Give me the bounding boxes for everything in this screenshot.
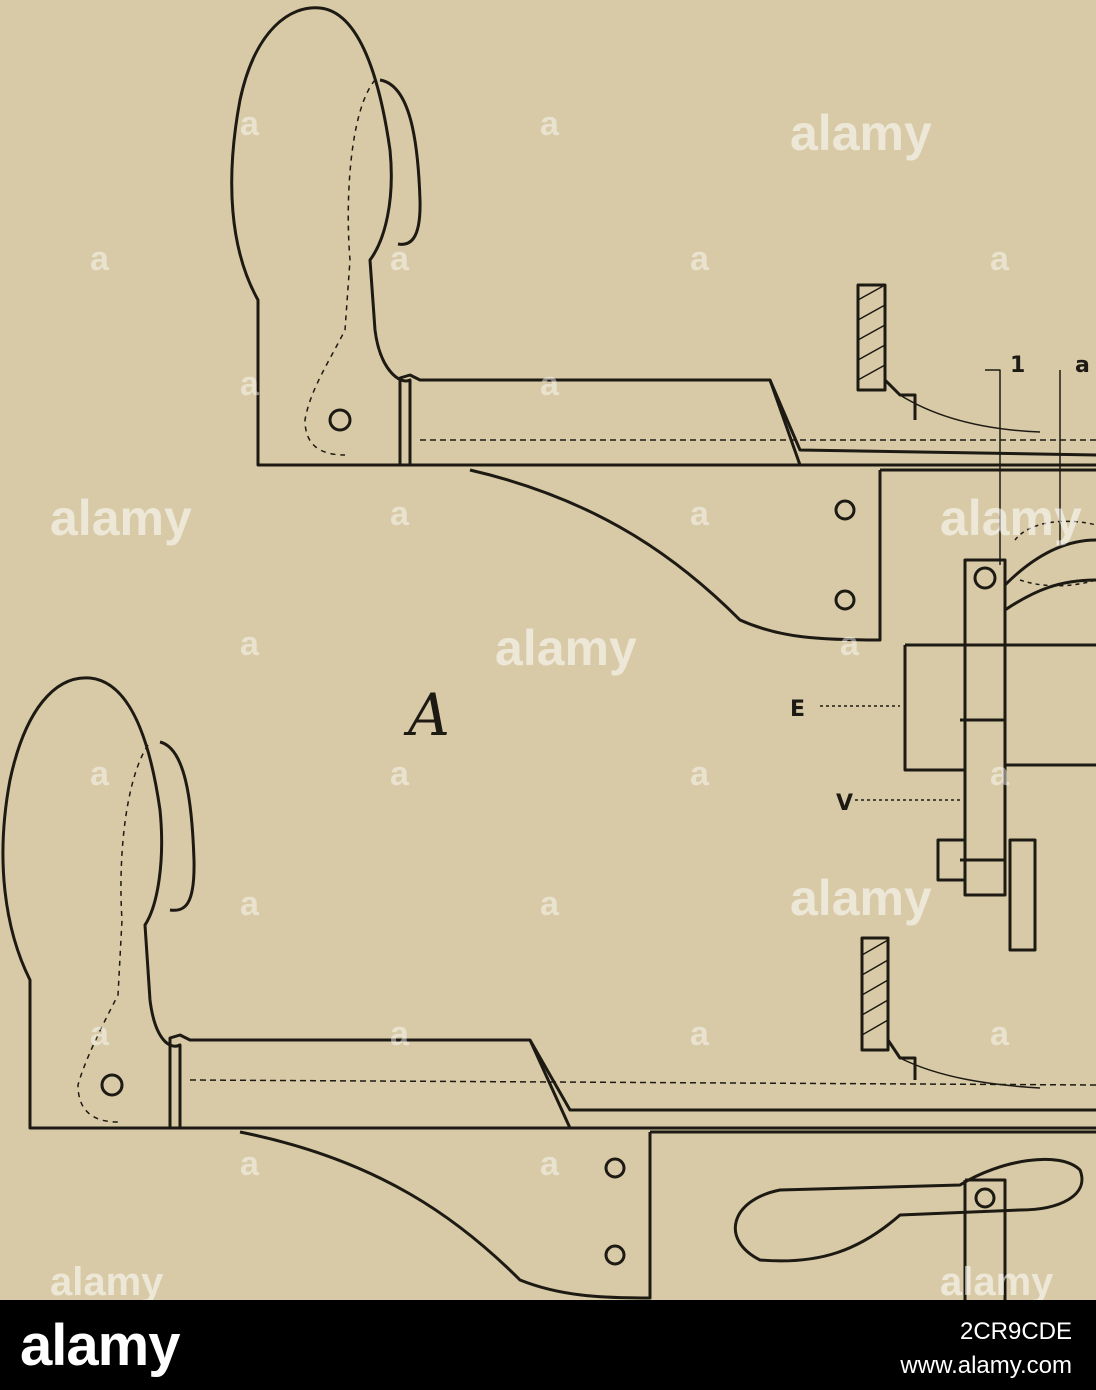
watermark-letter: a bbox=[240, 1145, 260, 1183]
lever-arm bbox=[963, 558, 1007, 897]
block-e bbox=[903, 643, 1096, 772]
lever-lower bbox=[960, 718, 1007, 862]
upper-post-curve bbox=[899, 394, 1041, 433]
watermark-letter: a bbox=[390, 755, 410, 793]
lower-post bbox=[860, 936, 890, 1052]
lever-upper-link-2 bbox=[1004, 578, 1096, 612]
lower-grip bbox=[1, 676, 182, 1130]
watermark-letter: a bbox=[90, 240, 110, 278]
label-v: V bbox=[836, 791, 853, 816]
lever-pivot bbox=[973, 566, 997, 590]
figure-label: A bbox=[403, 681, 450, 749]
lower-grip-pivot bbox=[100, 1073, 124, 1097]
watermark-text: alamy bbox=[940, 490, 1082, 546]
upper-bracket bbox=[469, 468, 882, 642]
lever-dotted bbox=[1014, 520, 1096, 587]
lower-post-foot bbox=[886, 1039, 917, 1080]
lower-frame-bar bbox=[30, 1033, 572, 1130]
lever-bottom bbox=[1008, 838, 1037, 952]
lower-rivet-2 bbox=[604, 1244, 626, 1266]
watermark-letter: a bbox=[840, 625, 860, 663]
lower-grip-tab bbox=[159, 740, 196, 912]
site-url: www.alamy.com bbox=[900, 1352, 1072, 1379]
lower-post-curve bbox=[899, 1057, 1041, 1089]
watermark-text: alamy bbox=[50, 1260, 164, 1300]
watermark-letter: a bbox=[990, 755, 1010, 793]
upper-frame-top bbox=[768, 379, 1096, 457]
upper-grip-pivot bbox=[328, 408, 352, 432]
lower-slot bbox=[733, 1157, 1084, 1263]
upper-grip-dashed bbox=[304, 79, 376, 456]
upper-post-hatch bbox=[857, 284, 886, 381]
watermark-letter: a bbox=[690, 755, 710, 793]
upper-rivet-1 bbox=[834, 499, 856, 521]
watermark-letter: a bbox=[390, 1015, 410, 1053]
label-a: a bbox=[1075, 353, 1090, 378]
watermark-letter: a bbox=[540, 105, 560, 143]
watermark-text: alamy bbox=[495, 620, 637, 676]
upper-frame-bar bbox=[258, 373, 802, 467]
lower-lever-pivot bbox=[974, 1187, 996, 1209]
watermark-letter: a bbox=[690, 240, 710, 278]
watermark-letter: a bbox=[240, 365, 260, 403]
stock-footer: alamy 2CR9CDE www.alamy.com bbox=[0, 1300, 1096, 1390]
watermark-layer: alamy alamy alamy alamy alamy alamy alam… bbox=[50, 105, 1082, 1300]
watermark-letter: a bbox=[240, 885, 260, 923]
upper-rivet-2 bbox=[834, 589, 856, 611]
label-e: E bbox=[790, 697, 805, 722]
lower-bracket bbox=[239, 1130, 652, 1300]
upper-post bbox=[856, 283, 887, 392]
upper-assembly bbox=[230, 6, 1096, 952]
watermark-letter: a bbox=[690, 1015, 710, 1053]
alamy-logo: alamy bbox=[20, 1313, 180, 1378]
watermark-text: alamy bbox=[940, 1260, 1054, 1300]
watermark-letter: a bbox=[690, 495, 710, 533]
image-id: 2CR9CDE bbox=[959, 1318, 1072, 1345]
drawing-svg: A E V 1 a alamy alamy alamy alamy alamy … bbox=[1, 6, 1096, 1300]
watermark-letter: a bbox=[390, 495, 410, 533]
watermark-letter: a bbox=[540, 1145, 560, 1183]
watermark-text: alamy bbox=[790, 105, 932, 161]
watermark-letter: a bbox=[990, 240, 1010, 278]
lower-frame-dashed bbox=[189, 1079, 1096, 1086]
upper-post-foot bbox=[883, 378, 917, 420]
watermark-letter: a bbox=[390, 240, 410, 278]
watermark-letter: a bbox=[240, 625, 260, 663]
lower-post-hatch bbox=[861, 939, 889, 1036]
label-1: 1 bbox=[1010, 353, 1025, 378]
watermark-letter: a bbox=[990, 1015, 1010, 1053]
watermark-letter: a bbox=[540, 885, 560, 923]
lower-frame-top bbox=[528, 1039, 1096, 1112]
lower-lever bbox=[963, 1178, 1007, 1300]
leader-1 bbox=[985, 369, 1001, 565]
watermark-letter: a bbox=[90, 755, 110, 793]
lower-assembly bbox=[1, 676, 1096, 1300]
watermark-text: alamy bbox=[790, 870, 932, 926]
lower-rivet-1 bbox=[604, 1157, 626, 1179]
watermark-text: alamy bbox=[50, 490, 192, 546]
upper-grip-tab bbox=[379, 78, 422, 246]
watermark-letter: a bbox=[240, 105, 260, 143]
watermark-letter: a bbox=[540, 365, 560, 403]
lever-nut bbox=[936, 838, 967, 882]
technical-drawing: A E V 1 a alamy alamy alamy alamy alamy … bbox=[1, 6, 1096, 1300]
lower-grip-dashed bbox=[77, 744, 149, 1123]
watermark-letter: a bbox=[90, 1015, 110, 1053]
upper-grip bbox=[230, 6, 412, 467]
lever-upper-link bbox=[1003, 538, 1096, 587]
